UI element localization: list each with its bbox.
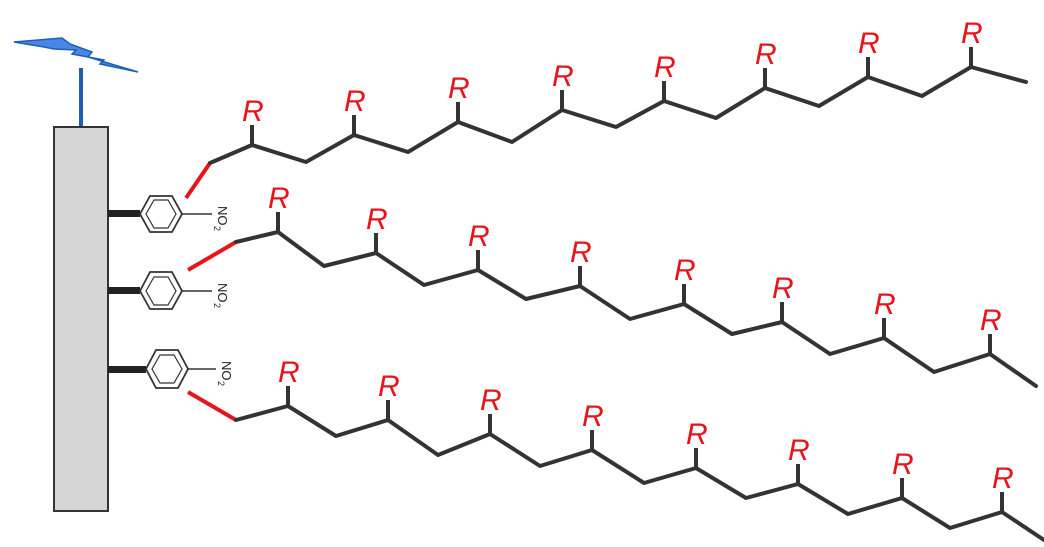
- substituent-label-r: R: [788, 434, 810, 467]
- anchor-bar-3: [108, 366, 146, 373]
- substituent-label-r: R: [344, 85, 366, 118]
- nitro-label-3: NO: [219, 361, 234, 381]
- substituent-label-r: R: [268, 182, 290, 215]
- linker-bond-3: [186, 390, 238, 422]
- nitro-subscript-2: 2: [212, 303, 222, 308]
- substituent-label-r: R: [992, 462, 1014, 495]
- substituent-label-r: R: [858, 27, 880, 60]
- polymer-backbone-3: [234, 404, 1044, 542]
- substituent-label-r: R: [686, 418, 708, 451]
- substituent-label-r: R: [552, 60, 574, 93]
- nitro-subscript-3: 2: [216, 381, 226, 386]
- lightning-bolt-icon: [13, 37, 139, 73]
- substituent-label-r: R: [366, 203, 388, 236]
- polymer-backbone-1: [208, 65, 1028, 165]
- benzene-ring-icon: [138, 195, 184, 233]
- substituent-label-r: R: [480, 384, 502, 417]
- substituent-label-r: R: [570, 236, 592, 269]
- nitro-subscript-1: 2: [212, 226, 222, 231]
- substituent-label-r: R: [278, 356, 300, 389]
- nitro-label-2: NO: [215, 283, 230, 303]
- substituent-label-r: R: [980, 304, 1002, 337]
- polymer-backbone-2: [234, 230, 1038, 388]
- substituent-label-r: R: [772, 272, 794, 305]
- polymer-chains: R R R R R R R R R R R R R R R R R R R R R R R R: [208, 17, 1044, 542]
- linker-bond-1: [184, 161, 212, 200]
- substituent-label-r: R: [582, 400, 604, 433]
- substituent-label-r: R: [961, 17, 983, 50]
- linker-bond-2: [186, 240, 238, 272]
- benzene-ring-icon: [144, 349, 190, 389]
- substituent-label-r: R: [755, 38, 777, 71]
- substituent-label-r: R: [468, 220, 490, 253]
- anchor-bar-2: [108, 287, 140, 294]
- benzene-ring-icon: [138, 271, 184, 310]
- substituent-label-r: R: [874, 288, 896, 321]
- substituent-label-r: R: [242, 95, 264, 128]
- substituent-label-r: R: [892, 448, 914, 481]
- substituent-label-r: R: [448, 72, 470, 105]
- substituent-label-r: R: [654, 51, 676, 84]
- substituent-label-r: R: [674, 254, 696, 287]
- anchor-bar-1: [108, 210, 140, 217]
- substituent-label-r: R: [378, 370, 400, 403]
- electrode-surface: [53, 126, 109, 512]
- nitro-label-1: NO: [215, 206, 230, 226]
